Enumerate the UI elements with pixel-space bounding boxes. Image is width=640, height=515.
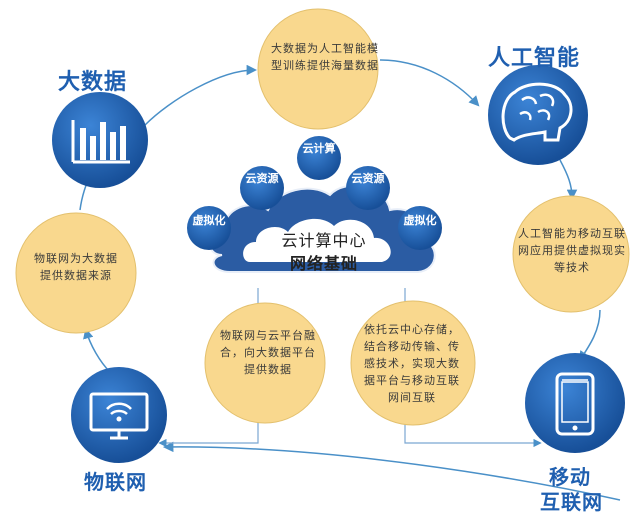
- big-data-label: 大数据: [58, 70, 128, 95]
- bubble-text-iot-cloud: 物联网与云平台融合，向大数据平台提供数据: [220, 329, 316, 376]
- arrow-right-to-mobile: [578, 309, 601, 362]
- bubble-right: [512, 195, 630, 313]
- bubble-left: [15, 212, 137, 334]
- ai-label: 人工智能: [488, 46, 581, 71]
- satellite-virtualization-right: [398, 206, 442, 250]
- bar-chart-icon: [52, 92, 148, 188]
- cloud-title: 云计算中心: [281, 231, 367, 250]
- bubble-text-iot-to-big-data: 物联网为大数据提供数据来源: [34, 252, 118, 282]
- bubble-mid-right: [350, 300, 476, 426]
- arrow-top-to-ai: [379, 59, 480, 107]
- arrow-ai-to-right: [559, 159, 578, 201]
- arrow-bigdata-to-top: [144, 64, 258, 126]
- mobile-label-line2: 互联网: [540, 490, 603, 514]
- arrow-iot-to-left: [83, 327, 111, 373]
- satellite-resources-right: [346, 166, 390, 210]
- flow-arrows: [79, 59, 621, 501]
- smartphone-icon: [525, 353, 625, 453]
- bubble-mid-left: [204, 302, 326, 424]
- monitor-wifi-icon: [71, 367, 167, 463]
- bubble-top: [257, 8, 379, 130]
- satellite-virtualization-left: [187, 206, 231, 250]
- iot-label: 物联网: [84, 470, 147, 494]
- satellite-label-virtualization-left: 虚拟化: [192, 214, 226, 227]
- mobile-label-line1: 移动: [549, 465, 591, 489]
- bubble-text-ai-to-mobile: 人工智能为移动互联网应用提供虚拟现实等技术: [518, 227, 626, 274]
- satellite-label-resources-right: 云资源: [351, 172, 385, 185]
- satellite-label-virtualization-right: 虚拟化: [403, 214, 437, 227]
- bubble-text-cloud-mobile: 依托云中心存储，结合移动传输、传感技术，实现大数据平台与移动互联网间互联: [364, 323, 460, 404]
- satellite-label-resources-left: 云资源: [245, 172, 279, 185]
- brain-icon: [488, 65, 588, 165]
- bubble-text-big-data-to-ai: 大数据为人工智能模型训练提供海量数据: [271, 42, 379, 72]
- cloud-subtitle: 网络基础: [289, 254, 358, 273]
- arrow-mobile-to-iot: [162, 441, 621, 501]
- satellite-resources-left: [240, 166, 284, 210]
- satellite-label-computing: 云计算: [302, 142, 336, 155]
- satellite-computing: [297, 136, 341, 180]
